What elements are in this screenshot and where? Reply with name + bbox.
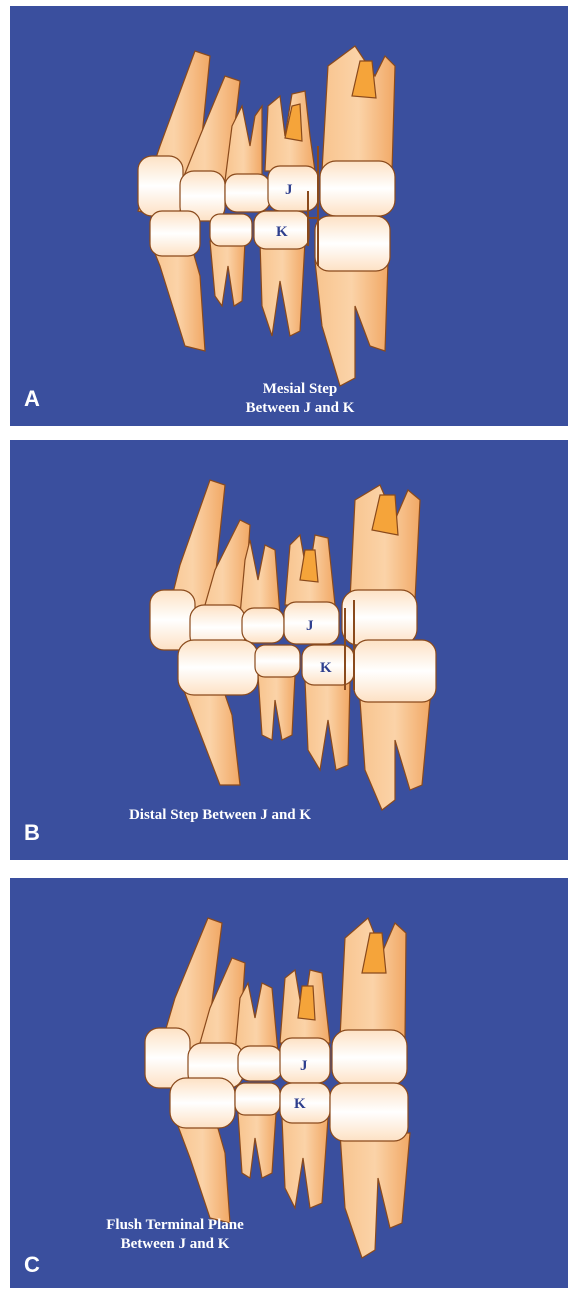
lower-incisor-roots: [175, 1118, 230, 1223]
lower-tooth-root-1: [210, 241, 245, 306]
lower-molar-crown: [354, 640, 436, 702]
lower-incisor-roots: [180, 680, 240, 785]
lower-molar-crown: [315, 216, 390, 271]
panel-caption: Distal Step Between J and K: [70, 806, 370, 825]
dentition-diagram-b: J K: [10, 440, 568, 860]
panel-flush-terminal-plane: J K C Flush Terminal Plane Between J and…: [10, 878, 568, 1288]
lower-tooth-K-root: [282, 1118, 328, 1208]
lower-tooth-crown-1: [210, 214, 252, 246]
upper-tooth-crown-1: [238, 1046, 282, 1081]
lower-molar-root: [340, 1133, 410, 1258]
tooth-label-J: J: [285, 182, 293, 198]
tooth-label-J: J: [300, 1058, 308, 1074]
caption-line-1: Mesial Step: [200, 380, 400, 399]
tooth-label-K: K: [276, 224, 288, 240]
upper-molar-root: [322, 46, 395, 171]
caption-line-2: Between J and K: [200, 399, 400, 418]
panel-caption: Mesial Step Between J and K: [200, 380, 400, 418]
upper-incisor-crown: [138, 156, 183, 216]
upper-tooth-J-crown: [268, 166, 318, 211]
caption-line-1: Flush Terminal Plane: [70, 1216, 280, 1235]
lower-tooth-crown-1: [235, 1083, 280, 1115]
caption-line-2: Between J and K: [70, 1235, 280, 1254]
upper-tooth-crown-1: [242, 608, 284, 643]
lower-tooth-root-1: [238, 1113, 276, 1178]
panel-letter: B: [24, 820, 40, 846]
upper-molar-crown: [332, 1030, 407, 1085]
lower-incisor-crown: [178, 640, 258, 695]
tooth-label-K: K: [320, 660, 332, 676]
dentition-diagram-a: J K: [10, 6, 568, 426]
lower-incisor-crown: [170, 1078, 235, 1128]
lower-tooth-K-root: [260, 241, 305, 336]
tooth-label-J: J: [306, 618, 314, 634]
upper-pulp-J: [298, 986, 315, 1020]
lower-tooth-crown-1: [255, 645, 300, 677]
panel-mesial-step: J K A Mesial Step Between J and K: [10, 6, 568, 426]
lower-tooth-K-root: [305, 680, 350, 770]
tooth-label-K: K: [294, 1096, 306, 1112]
lower-incisor-roots: [150, 241, 205, 351]
lower-incisor-crown: [150, 211, 200, 256]
panel-distal-step: J K B Distal Step Between J and K: [10, 440, 568, 860]
lower-molar-crown: [330, 1083, 408, 1141]
lower-molar-root: [315, 261, 388, 386]
caption-line-1: Distal Step Between J and K: [70, 806, 370, 825]
panel-letter: A: [24, 386, 40, 412]
panel-caption: Flush Terminal Plane Between J and K: [70, 1216, 280, 1254]
upper-tooth-crown-1: [225, 174, 270, 212]
lower-molar-root: [360, 700, 430, 810]
lower-tooth-root-1: [258, 675, 295, 740]
panel-letter: C: [24, 1252, 40, 1278]
upper-molar-crown: [320, 161, 395, 216]
